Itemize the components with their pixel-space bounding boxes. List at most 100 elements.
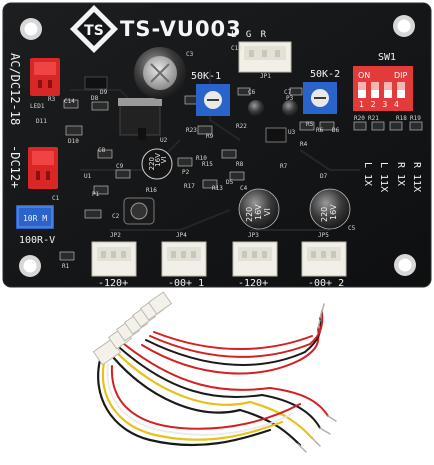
ref-r15: R15 <box>202 161 213 168</box>
ref-d5: D5 <box>226 179 234 186</box>
capacitor-c4: 220 16V VI <box>238 188 280 230</box>
output-connector-1: JP2 -120+ <box>91 232 137 289</box>
logo-letters: TS <box>84 23 104 39</box>
ref-r4: R4 <box>300 141 308 148</box>
ref-c9: C9 <box>116 163 124 170</box>
ref-r10: R10 <box>196 155 207 162</box>
jp2-label: JP2 <box>110 232 121 239</box>
jp3-label: JP3 <box>248 232 259 239</box>
ref-d6: D6 <box>332 127 340 134</box>
ref-r16: R16 <box>146 187 157 194</box>
transistors <box>84 76 162 140</box>
ref-r8: R8 <box>236 161 244 168</box>
cap-c5-line-2: 16V <box>329 204 338 220</box>
ref-r19: R19 <box>410 115 421 122</box>
ref-d9: D9 <box>100 89 108 96</box>
pot-50k-1-label: 50K-1 <box>191 71 221 82</box>
out-label-2: -00+ 1 <box>168 278 204 289</box>
cable-plugs <box>92 291 173 366</box>
dc-terminal <box>28 147 58 189</box>
input-trimmer: 10R M <box>16 205 54 229</box>
cap-small-text-2: 16V <box>154 153 162 167</box>
ref-u2: U2 <box>160 137 168 144</box>
ref-c14: C14 <box>64 98 75 105</box>
dip-switch: ON DIP 1 2 3 4 <box>353 66 413 111</box>
output-connector-3: JP3 -120+ <box>232 232 278 289</box>
dip-name-label: DIP <box>394 71 408 80</box>
ref-c6: C6 <box>248 89 256 96</box>
out-label-1: -120+ <box>98 278 128 289</box>
ref-r3: R3 <box>48 96 56 103</box>
smd-components <box>59 87 423 261</box>
reference-designators: C13 JP1 C14 LED1 R3 D8 D11 D10 C3 C6 C7 … <box>30 45 421 270</box>
cap-c4-line-2: 16V <box>254 204 263 220</box>
ref-r5: R5 <box>306 121 314 128</box>
dip-numbers: 1 2 3 4 <box>359 100 401 109</box>
ref-c2: C2 <box>112 213 120 220</box>
ref-c8: C8 <box>98 147 106 154</box>
ref-d8: D8 <box>91 95 99 102</box>
pcb-board: TS TS-VU003 AC/DC12-18 -DC12+ <box>2 2 432 289</box>
mult-label-3: L 11X <box>378 162 389 192</box>
mounting-holes <box>19 15 416 277</box>
capacitor-c5: 220 16V <box>309 188 351 230</box>
ref-r22: R22 <box>236 123 247 130</box>
caps-small-pair <box>248 100 298 143</box>
output-connector-4: JP5 -00+ 2 <box>301 232 347 289</box>
capacitor-c3 <box>134 47 186 99</box>
mult-label-1: R 11X <box>411 162 422 192</box>
trimmer-sub-label: 100R-V <box>19 235 55 246</box>
power-input-label: AC/DC12-18 <box>8 53 22 125</box>
capacitor-small: 220 16V VI <box>141 148 173 180</box>
ref-c3: C3 <box>186 51 194 58</box>
out-label-4: -00+ 2 <box>308 278 344 289</box>
pot-50k-2-label: 50K-2 <box>310 69 340 80</box>
ref-r18: R18 <box>396 115 407 122</box>
ref-r20: R20 <box>354 115 365 122</box>
ref-d11: D11 <box>36 118 47 125</box>
ref-c1: C1 <box>52 195 60 202</box>
power-terminal <box>30 58 60 96</box>
ref-r23: R23 <box>186 127 197 134</box>
ref-d10: D10 <box>68 138 79 145</box>
ref-r17: R17 <box>184 183 195 190</box>
sw1-label: SW1 <box>378 52 396 63</box>
ref-c5: C5 <box>348 225 356 232</box>
cap-small-text-3: VI <box>160 157 168 164</box>
cable-bundle <box>97 303 337 453</box>
ref-led1: LED1 <box>30 103 45 110</box>
brand-logo: TS <box>69 4 119 54</box>
lgr-label: L G R <box>231 30 268 40</box>
cap-c4-line-3: VI <box>263 208 272 216</box>
ref-jp1: JP1 <box>260 73 271 80</box>
ref-c7: C7 <box>284 89 292 96</box>
ref-r13: R13 <box>212 185 223 192</box>
ref-u1: U1 <box>84 173 92 180</box>
jp4-label: JP4 <box>176 232 187 239</box>
output-connector-2: JP4 -00+ 1 <box>161 232 207 289</box>
ref-r7: R7 <box>280 163 288 170</box>
cap-c5-line-1: 220 <box>320 207 329 222</box>
pot-50k-2 <box>303 82 337 114</box>
ref-r21: R21 <box>368 115 379 122</box>
pot-50k-1 <box>196 84 230 116</box>
ref-u3: U3 <box>288 129 296 136</box>
inductor <box>123 197 155 225</box>
cap-c4-line-1: 220 <box>245 207 254 222</box>
signal-connector <box>238 41 292 73</box>
ref-c4: C4 <box>240 185 248 192</box>
mult-label-4: L 1X <box>362 162 373 186</box>
ref-d7: D7 <box>320 173 328 180</box>
cap-small-text-1: 220 <box>148 157 156 170</box>
ref-c13: C13 <box>231 45 242 52</box>
ref-r6: R6 <box>316 127 324 134</box>
ref-r1: R1 <box>62 263 70 270</box>
out-label-3: -120+ <box>238 278 268 289</box>
mult-label-2: R 1X <box>395 162 406 186</box>
ref-p2: P2 <box>182 169 190 176</box>
ref-p3: P3 <box>286 95 294 102</box>
trimmer-label: 10R M <box>23 214 47 223</box>
dip-on-label: ON <box>358 71 370 80</box>
jp5-label: JP5 <box>318 232 329 239</box>
